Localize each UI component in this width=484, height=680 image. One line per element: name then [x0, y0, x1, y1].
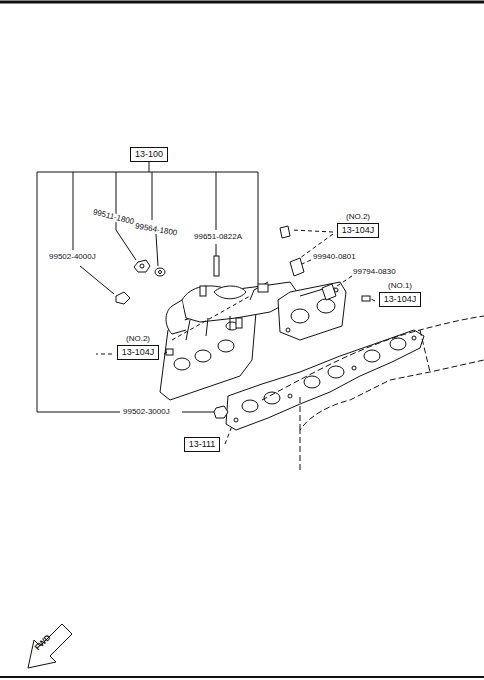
- box-heading: (NO.2): [125, 335, 151, 343]
- box-heading: (NO.2): [345, 213, 371, 221]
- reference-number: 13-104J: [117, 345, 160, 360]
- manifold-gasket: [226, 330, 424, 430]
- engine-outline: [262, 316, 484, 470]
- reference-number: 13-104J: [337, 223, 380, 238]
- part-number: 99794-0830: [352, 268, 397, 276]
- reference-box: (NO.1) 13-104J: [379, 282, 422, 307]
- part-number: 99651-0822A: [193, 233, 243, 241]
- reference-box: 13-100: [130, 147, 168, 162]
- box-heading: (NO.1): [387, 282, 413, 290]
- part-number: 99511-1800: [91, 208, 136, 226]
- fasteners: [116, 226, 370, 418]
- reference-number: 13-100: [130, 147, 168, 162]
- part-number: 99502-3000J: [122, 408, 171, 416]
- leader-lines: [96, 230, 375, 444]
- reference-box: 13-111: [184, 437, 221, 452]
- reference-number: 13-104J: [379, 292, 422, 307]
- reference-box: (NO.2) 13-104J: [337, 213, 380, 238]
- reference-number: 13-111: [184, 437, 221, 452]
- intake-manifold: [160, 282, 346, 400]
- page-rule: [0, 1, 484, 4]
- page-rule: [0, 676, 484, 678]
- reference-box: (NO.2) 13-104J: [117, 335, 160, 360]
- fwd-arrow: [28, 624, 72, 668]
- group-bracket: [37, 162, 258, 412]
- part-number: 99940-0801: [312, 253, 357, 261]
- part-number: 99502-4000J: [48, 253, 97, 261]
